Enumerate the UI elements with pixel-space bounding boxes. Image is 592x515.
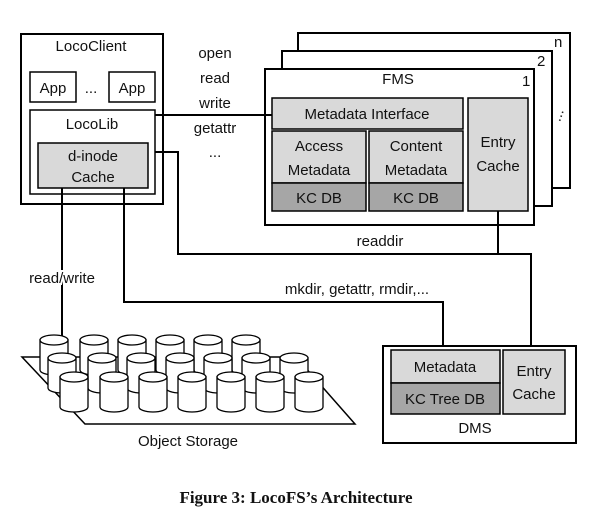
- dms-ops-connector: [123, 188, 444, 346]
- dms-entry-cache-box: [502, 349, 566, 415]
- readdir-connector: [155, 151, 532, 346]
- figure-caption: Figure 3: LocoFS’s Architecture: [179, 488, 413, 507]
- storage-cylinder: [99, 371, 129, 413]
- fms-kcdb-content-label: KC DB: [393, 190, 439, 207]
- fms-title: FMS: [382, 71, 414, 88]
- op-ellipsis: ...: [209, 144, 222, 161]
- fms-entry-line2: Cache: [476, 158, 519, 175]
- locolib-label: LocoLib: [66, 116, 119, 133]
- fms-access-line1: Access: [295, 138, 343, 155]
- fms-access-metadata: [271, 130, 367, 184]
- app-box-2: [108, 71, 156, 103]
- op-write: write: [198, 95, 231, 112]
- fms-entry-line1: Entry: [480, 134, 516, 151]
- storage-cylinder: [177, 371, 207, 413]
- fms-content-metadata: [368, 130, 464, 184]
- storage-cylinder: [294, 371, 324, 413]
- dinode-cache-box: [37, 142, 149, 189]
- storage-cylinder: [255, 371, 285, 413]
- op-getattr: getattr: [194, 120, 237, 137]
- op-read: read: [200, 70, 230, 87]
- fms-entry-cache: [467, 97, 529, 212]
- op-open: open: [198, 45, 231, 62]
- storage-cylinder: [279, 352, 309, 394]
- readwrite-label: read/write: [29, 270, 95, 287]
- storage-cylinder: [138, 371, 168, 413]
- app-label-2: App: [119, 80, 146, 97]
- fms-metadata-interface: [271, 97, 464, 130]
- fms-kcdb-access-label: KC DB: [296, 190, 342, 207]
- fms-access-line2: Metadata: [288, 162, 351, 179]
- fms-content-line2: Metadata: [385, 162, 448, 179]
- dms-ops-label: mkdir, getattr, rmdir,...: [285, 281, 429, 298]
- fms-stack-dots: ...: [548, 106, 568, 124]
- fms-index-1: 1: [522, 73, 530, 90]
- dms-entry-line1: Entry: [516, 363, 552, 380]
- storage-cylinders: [39, 334, 324, 413]
- fms-content-line1: Content: [390, 138, 443, 155]
- fms-index-n: n: [554, 34, 562, 51]
- app-label-1: App: [40, 80, 67, 97]
- fms-metadata-interface-label: Metadata Interface: [304, 106, 429, 123]
- dms-entry-line2: Cache: [512, 386, 555, 403]
- lococlient-title: LocoClient: [56, 38, 128, 55]
- storage-cylinder: [216, 371, 246, 413]
- dms-title: DMS: [458, 420, 491, 437]
- readdir-label: readdir: [357, 233, 404, 250]
- fms-kcdb-access: [271, 182, 367, 212]
- dinode-line2: Cache: [71, 169, 114, 186]
- fms-kcdb-content: [368, 182, 464, 212]
- dinode-line1: d-inode: [68, 148, 118, 165]
- app-box-1: [29, 71, 77, 103]
- dms-kc-tree-db-label: KC Tree DB: [405, 391, 485, 408]
- storage-cylinder: [59, 371, 89, 413]
- object-storage-label: Object Storage: [138, 433, 238, 450]
- dms-metadata-label: Metadata: [414, 359, 477, 376]
- app-ellipsis: ...: [85, 80, 98, 97]
- fms-index-2: 2: [537, 53, 545, 70]
- dms-kc-tree-db-box: [390, 382, 501, 415]
